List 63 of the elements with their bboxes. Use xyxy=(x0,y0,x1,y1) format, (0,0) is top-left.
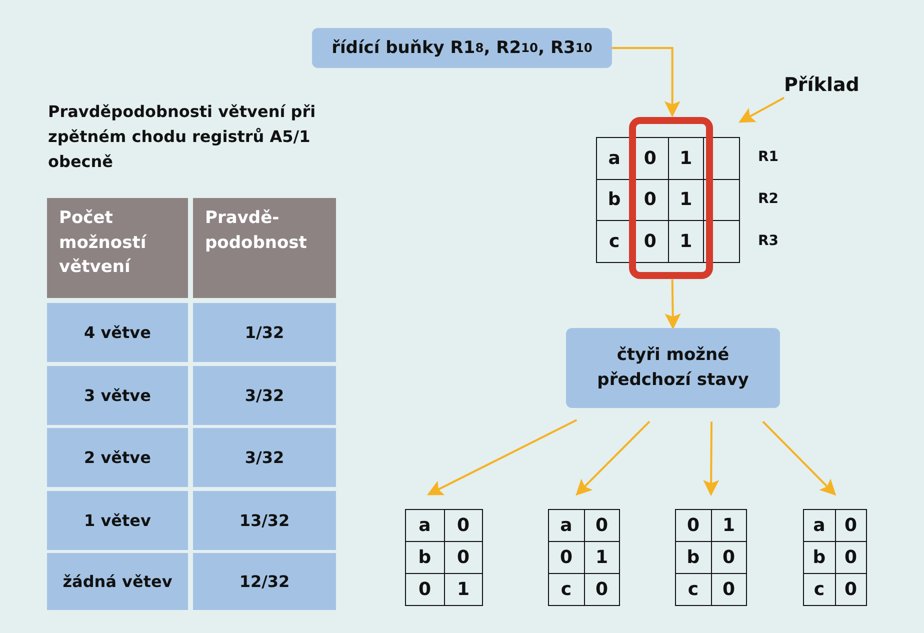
register-grid xyxy=(596,137,740,263)
table-title: Pravděpodobnosti větvení při zpětném chodu registrů A5/1 obecně xyxy=(48,101,317,173)
table-cell: 4 větve xyxy=(47,303,188,362)
grid-cell: b xyxy=(804,542,836,574)
register-grid xyxy=(675,509,747,606)
grid-cell: 0 xyxy=(632,221,668,263)
grid-cell: 0 xyxy=(676,510,712,542)
grid-cell: 0 xyxy=(444,542,483,574)
grid-cell: a xyxy=(549,510,584,542)
grid-cell: a xyxy=(804,510,836,542)
previous-states-box: čtyři možné předchozí stavy xyxy=(566,328,780,408)
table-cell: 3 větve xyxy=(47,366,188,425)
register-grid xyxy=(405,509,483,606)
grid-cell: 1 xyxy=(444,574,483,606)
table-cell: 3/32 xyxy=(193,428,336,487)
arrow xyxy=(762,420,836,496)
grid-cell: 1 xyxy=(584,542,620,574)
register-label: R2 xyxy=(758,191,779,207)
example-heading: Příklad xyxy=(784,74,864,102)
grid-cell: 0 xyxy=(584,510,620,542)
grid-cell: 0 xyxy=(584,574,620,606)
grid-cell: 0 xyxy=(632,180,668,222)
arrow xyxy=(703,422,720,496)
arrow xyxy=(426,419,578,496)
grid-cell: 0 xyxy=(712,542,747,574)
grid-cell: 0 xyxy=(836,574,867,606)
header-cell: Počet možností větvení xyxy=(47,198,188,298)
table-cell: žádná větev xyxy=(47,553,188,610)
grid-cell: b xyxy=(676,542,712,574)
table-cell: 1/32 xyxy=(193,303,336,362)
register-grid xyxy=(548,509,620,606)
register-grid xyxy=(803,509,867,606)
grid-cell: c xyxy=(549,574,584,606)
grid-cell: 0 xyxy=(836,542,867,574)
table-cell: 12/32 xyxy=(193,553,336,610)
arrow xyxy=(738,96,784,123)
grid-cell: c xyxy=(676,574,712,606)
grid-cell: 0 xyxy=(836,510,867,542)
register-label: R1 xyxy=(758,149,779,165)
table-cell: 2 větve xyxy=(47,428,188,487)
register-label: R3 xyxy=(758,233,779,249)
grid-cell: 1 xyxy=(668,180,704,222)
arrow xyxy=(612,47,680,118)
grid-cell: b xyxy=(406,542,444,574)
grid-cell: 1 xyxy=(668,221,704,263)
grid-cell: 1 xyxy=(712,510,747,542)
table-cell: 3/32 xyxy=(193,366,336,425)
grid-cell: b xyxy=(597,180,633,222)
grid-cell: c xyxy=(804,574,836,606)
arrow xyxy=(576,420,650,496)
arrow xyxy=(664,279,681,330)
grid-cell: 0 xyxy=(632,138,668,180)
grid-cell: a xyxy=(406,510,444,542)
table-cell: 1 větev xyxy=(47,491,188,550)
grid-cell: 0 xyxy=(444,510,483,542)
header-cell: Pravdě-podobnost xyxy=(193,198,336,298)
grid-cell: 0 xyxy=(549,542,584,574)
table-cell: 13/32 xyxy=(193,491,336,550)
grid-cell: 0 xyxy=(406,574,444,606)
grid-cell: 0 xyxy=(712,574,747,606)
grid-cell: a xyxy=(597,138,633,180)
grid-cell: 1 xyxy=(668,138,704,180)
grid-cell: c xyxy=(597,221,633,263)
